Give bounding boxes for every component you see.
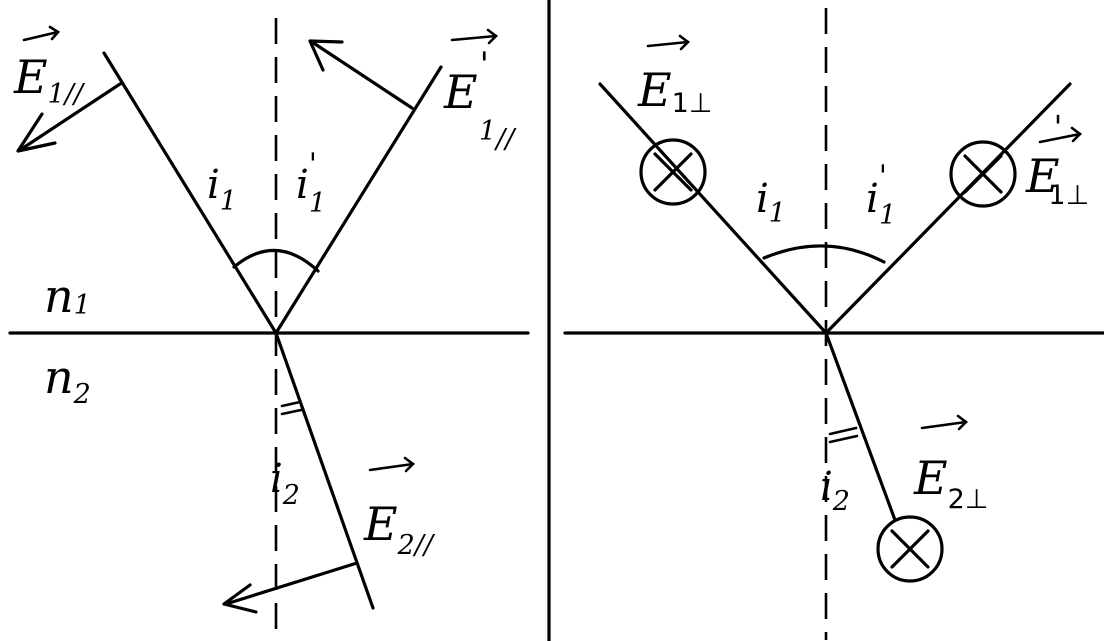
right-panel-perpendicular: E1⊥ E'1⊥ E2⊥ i1 i'1 i2 bbox=[563, 8, 1104, 640]
angle-arc-i1 bbox=[762, 244, 886, 264]
label-n2: n2 bbox=[44, 350, 91, 410]
vector-overbar-head bbox=[678, 34, 690, 51]
label-e2-perpendicular: E2⊥ bbox=[913, 451, 988, 515]
vector-overbar-head bbox=[1070, 126, 1082, 143]
label-e1-perpendicular: E1⊥ bbox=[637, 63, 712, 119]
label-angle-i1-prime: i'1 bbox=[296, 147, 326, 219]
reflected-ray bbox=[274, 65, 443, 335]
vector-overbar-head bbox=[403, 456, 415, 473]
e1-reflected-perpendicular-into-page-icon bbox=[949, 140, 1017, 208]
label-angle-i2: i2 bbox=[820, 464, 850, 517]
vector-overbar bbox=[920, 420, 968, 430]
incident-ray bbox=[598, 82, 828, 335]
e2-parallel-arrow bbox=[224, 561, 359, 606]
e2-perpendicular-into-page-icon bbox=[876, 515, 944, 583]
angle-mark-i2 bbox=[828, 426, 859, 444]
label-e1-reflected-parallel: E'1// bbox=[443, 45, 517, 155]
label-e2-parallel: E2// bbox=[363, 497, 436, 561]
left-panel-parallel: E1// E'1// E2// i1 i'1 i2 n1 n2 bbox=[8, 18, 530, 632]
label-e1-parallel: E1// bbox=[13, 50, 86, 110]
angle-arc-i1 bbox=[232, 248, 320, 273]
arrowhead bbox=[222, 583, 258, 614]
vector-overbar-head bbox=[486, 28, 498, 45]
label-angle-i1-prime: i'1 bbox=[866, 159, 896, 231]
arrowhead bbox=[308, 39, 344, 72]
reflected-ray bbox=[824, 82, 1072, 335]
label-n1: n1 bbox=[44, 269, 91, 323]
angle-mark-i2 bbox=[280, 400, 303, 416]
refracted-ray bbox=[824, 331, 897, 522]
label-angle-i2: i2 bbox=[270, 456, 300, 511]
refracted-ray bbox=[274, 331, 375, 610]
e1-perpendicular-into-page-icon bbox=[639, 138, 707, 206]
vector-overbar-head bbox=[48, 25, 60, 41]
vector-overbar bbox=[646, 40, 690, 48]
vector-overbar bbox=[368, 462, 415, 472]
label-angle-i1: i1 bbox=[756, 176, 786, 229]
e1-reflected-parallel-arrow bbox=[310, 40, 414, 110]
vector-overbar-head bbox=[956, 414, 968, 431]
vector-overbar bbox=[450, 34, 498, 42]
e1-parallel-arrow bbox=[18, 82, 122, 152]
vector-overbar bbox=[1038, 132, 1082, 144]
label-angle-i1: i1 bbox=[207, 162, 237, 217]
incident-ray bbox=[102, 51, 278, 335]
vector-overbar bbox=[22, 30, 60, 42]
arrowhead bbox=[16, 112, 57, 153]
label-e1-reflected-perpendicular: E'1⊥ bbox=[1025, 108, 1089, 211]
